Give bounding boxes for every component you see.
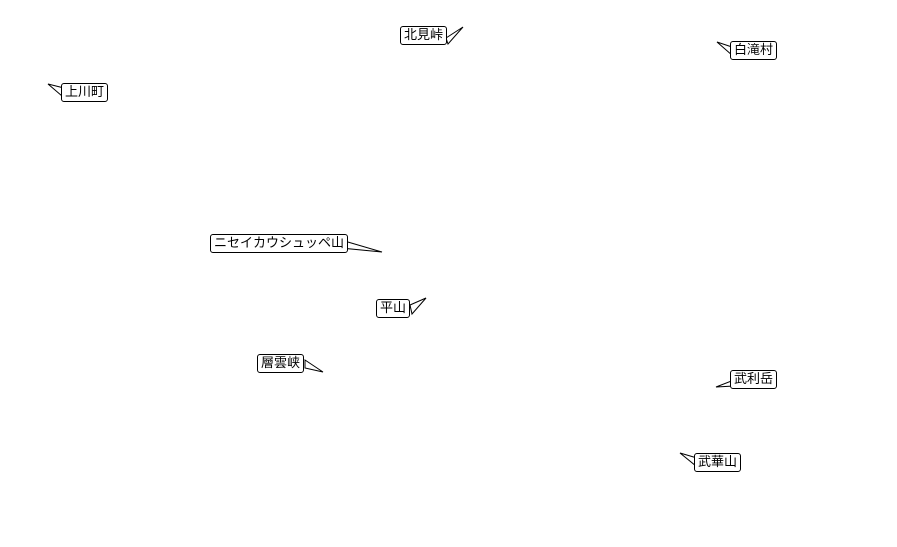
- place-label-hirayama[interactable]: 平山: [376, 299, 411, 318]
- place-label-niseikaushuppe[interactable]: ニセイカウシュッペ山: [210, 234, 349, 253]
- place-label-shirataki[interactable]: 白滝村: [730, 41, 778, 60]
- tail-sounkyo: [304, 359, 324, 373]
- place-label-sounkyo[interactable]: 層雲峡: [257, 354, 305, 373]
- place-label-murishidake[interactable]: 武利岳: [730, 370, 778, 389]
- place-label-mukayama[interactable]: 武華山: [694, 453, 742, 472]
- tail-hirayama: [409, 297, 427, 316]
- tail-kitamitoge: [445, 26, 464, 45]
- place-label-kamikawa[interactable]: 上川町: [61, 83, 109, 102]
- place-label-kitamitoge[interactable]: 北見峠: [400, 26, 448, 45]
